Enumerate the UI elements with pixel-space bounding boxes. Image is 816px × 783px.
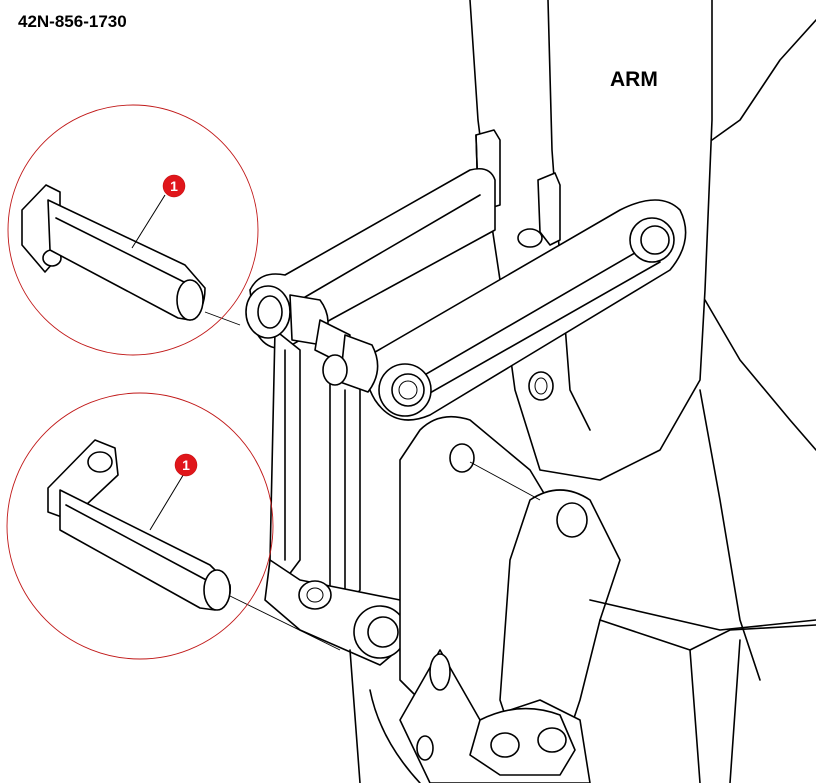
arm-label: ARM [610,68,658,91]
lower-pin-leader [229,595,341,651]
upper-link [365,199,687,421]
part-number-label: 42N-856-1730 [18,12,127,31]
callout-badge-1-number: 1 [170,178,178,194]
bucket-linkage [349,415,816,783]
callout-badge-2: 1 [174,453,198,477]
upper-pin-leader [204,311,241,326]
bucket-pin-leader [469,461,541,501]
callout-badge-1: 1 [162,174,186,198]
upper-pin-assembly [245,285,379,393]
callout-badge-2-number: 1 [182,457,190,473]
callout-upper-pin [7,104,259,356]
callout-lower-pin [6,392,274,660]
